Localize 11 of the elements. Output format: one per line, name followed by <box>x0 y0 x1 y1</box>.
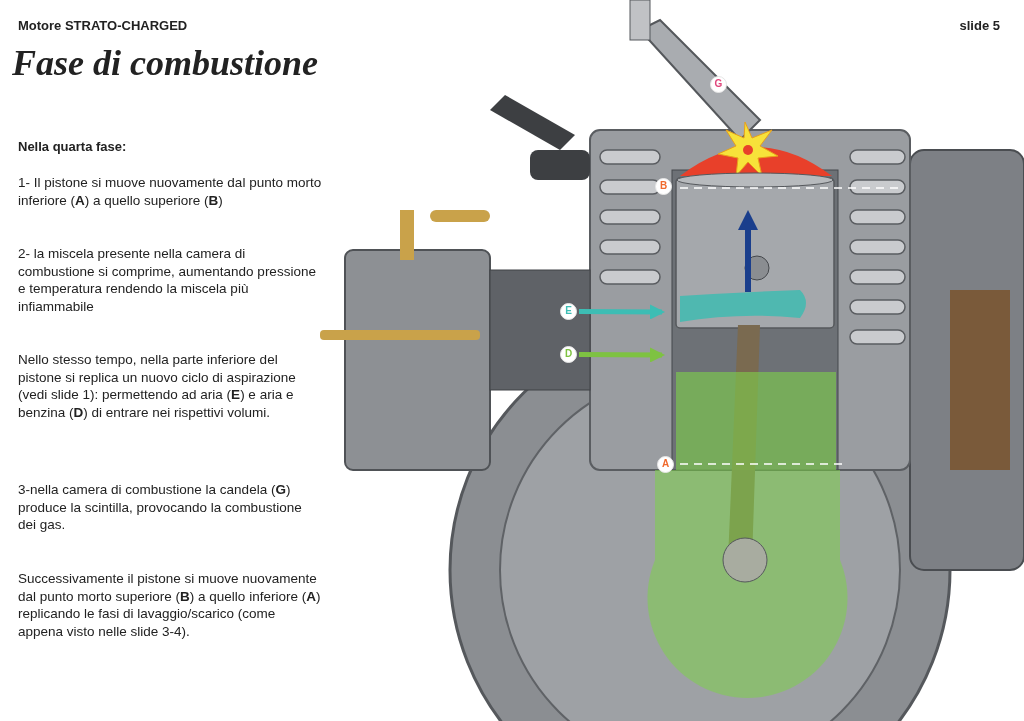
slide-number: slide 5 <box>958 17 1000 35</box>
section-heading: Nella quarta fase: <box>18 138 128 156</box>
slide-heading: Motore STRATO-CHARGED <box>18 17 189 35</box>
arrow <box>579 304 665 320</box>
arrow <box>579 347 665 363</box>
step-paragraph: 3-nella camera di combustione la candela (G) produce la scintilla, provocando la combustione dei gas. <box>18 481 303 534</box>
slide-title: Fase di combustione <box>12 42 319 84</box>
paragraph: Nello stesso tempo, nella parte inferiore del pistone si replica un nuovo ciclo di aspirazione (vedi slide 1): permettendo ad aria (E) e aria e benzina (D) di entrare nei rispettivi volumi. <box>18 351 297 421</box>
paragraph: Successivamente il pistone si muove nuovamente dal punto morto superiore (B) a quello inferiore (A) replicando le fasi di lavaggio/scarico (come appena visto nelle slide 3-4). <box>18 570 322 640</box>
step-paragraph: 2- la miscela presente nella camera di combustione si comprime, aumentando pressione e temperatura rendendo la miscela più infiammabile <box>18 245 317 315</box>
step-paragraph: 1- Il pistone si muove nuovamente dal punto morto inferiore (A) a quello superiore (B) <box>18 174 323 209</box>
